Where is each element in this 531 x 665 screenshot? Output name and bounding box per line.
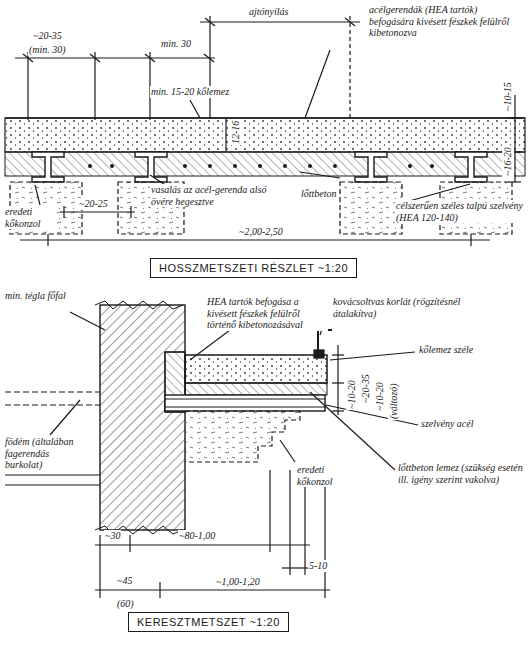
annotation: ~10-20 — [346, 379, 358, 410]
annotation: ~20-35 — [32, 30, 63, 42]
title-text: KERESZTMETSZET ~1:20 — [137, 616, 280, 628]
annotation: ~30 — [104, 530, 121, 542]
annotation: min. tégla főfal — [4, 290, 78, 302]
annotation: lőttbeton lemez (szükség esetén ill. igé… — [397, 462, 527, 485]
annotation: ~10-20 — [374, 381, 386, 412]
annotation: acélgerendák (HEA tartók) befogására kiv… — [368, 4, 525, 39]
annotation: lőttbeton — [300, 188, 338, 200]
annotation: ~1,00-1,20 — [215, 576, 261, 588]
annotation: eredeti kőkonzol — [4, 206, 54, 229]
title-text: HOSSZMETSZETI RÉSZLET ~1:20 — [159, 262, 348, 274]
annotation: vasalás az acél-gerenda alsó övére heges… — [150, 184, 272, 207]
annotation: min. 15-20 kőlemez — [150, 86, 230, 98]
annotation: célszerűen széles talpú szelvény (HEA 12… — [395, 200, 527, 223]
annotation: ~20-25 — [78, 198, 109, 210]
annotation: 5-10 — [308, 560, 328, 572]
annotation: min. 30 — [160, 38, 192, 50]
annotation: (60) — [116, 598, 135, 610]
annotation: 12-16 — [230, 120, 242, 145]
title-box: HOSSZMETSZETI RÉSZLET ~1:20 — [150, 258, 357, 278]
annotation: HEA tartók befogása a kivésett fészkek f… — [206, 296, 328, 331]
annotation: kőlemez széle — [418, 344, 500, 356]
annotation: szelvény acél — [420, 418, 502, 430]
annotation: ~10-15 — [502, 81, 514, 112]
annotation: ~2,00-2,50 — [238, 226, 284, 238]
annotation: (min. 30) — [28, 44, 67, 56]
annotation: ~45 — [116, 575, 133, 587]
annotation: ~20-35 — [360, 373, 372, 404]
title-box: KERESZTMETSZET ~1:20 — [128, 612, 289, 632]
annotation: ~16-20 — [502, 146, 514, 177]
annotation: ajtónyílás — [248, 6, 289, 18]
annotation: kovácsoltvas korlát (rögzítésnél átalakí… — [332, 296, 484, 319]
annotation: födém (általában fagerendás burkolat) — [4, 436, 86, 471]
annotation: (változó) — [388, 382, 400, 420]
annotation: ~80-1,00 — [178, 530, 216, 542]
annotation: eredeti kőkonzol — [296, 464, 358, 487]
